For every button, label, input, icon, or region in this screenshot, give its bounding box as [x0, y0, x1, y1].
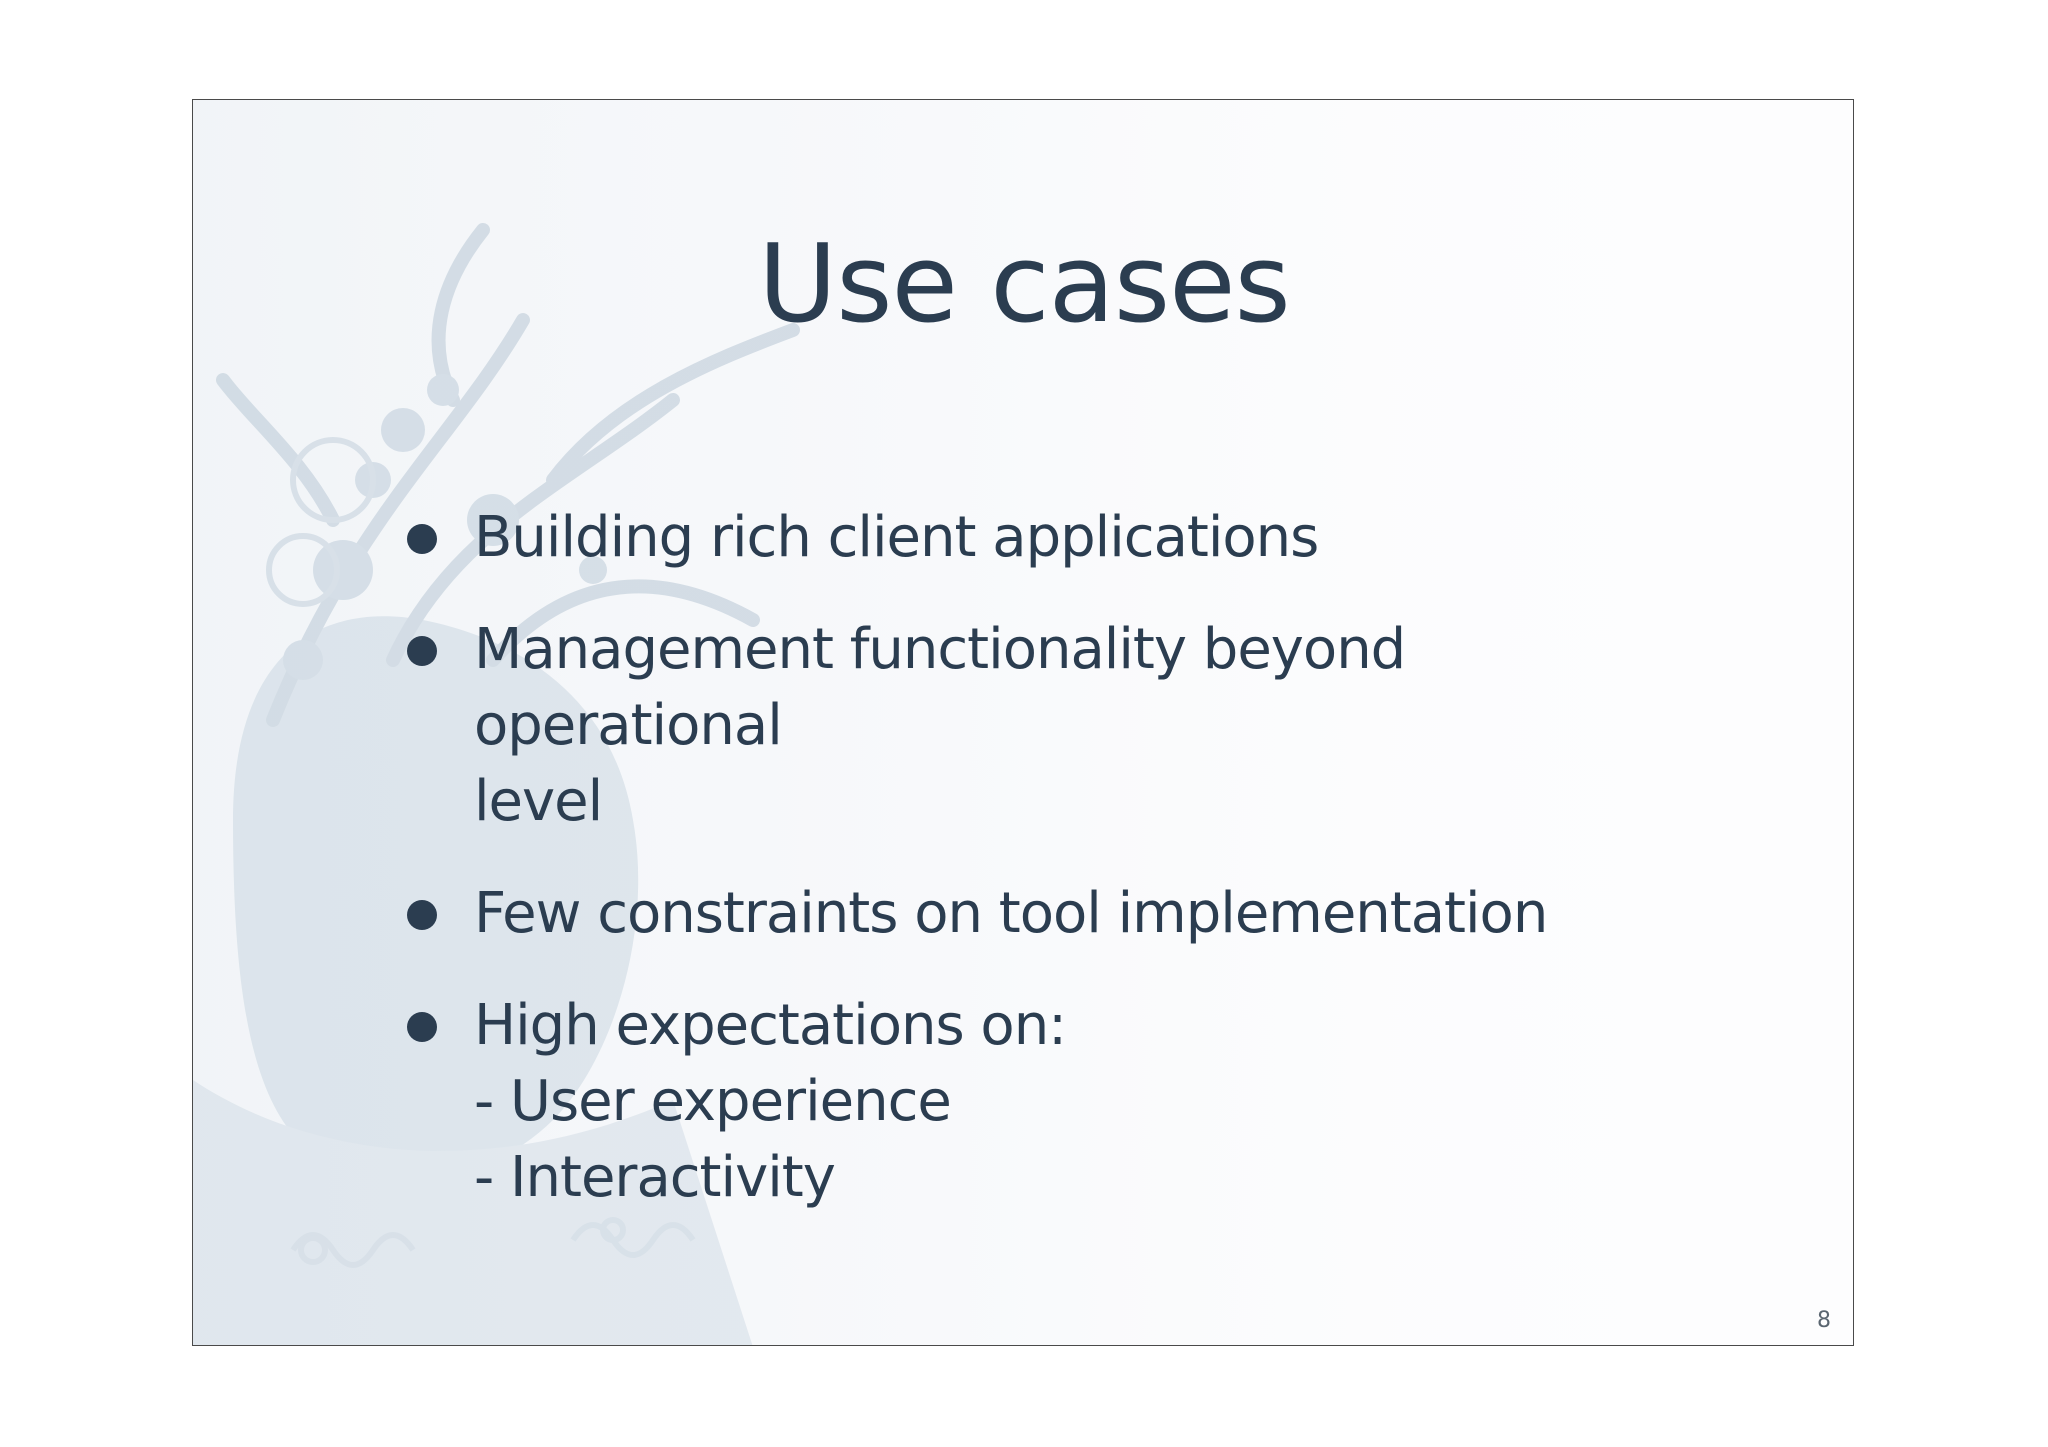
- bullet-text: Few constraints on tool implementation: [474, 881, 1548, 946]
- bullet-text: Building rich client applications: [474, 505, 1319, 570]
- bullet-item: Building rich client applications: [407, 500, 1707, 576]
- bullet-item: High expectations on: - User experience …: [407, 988, 1707, 1216]
- bullet-item: Management functionality beyond operatio…: [407, 612, 1707, 840]
- bullet-dot-icon: [407, 636, 437, 666]
- bullet-dot-icon: [407, 900, 437, 930]
- bullet-text-continuation: level: [474, 769, 603, 834]
- bullet-item: Few constraints on tool implementation: [407, 876, 1707, 952]
- slide: Use cases Building rich client applicati…: [192, 99, 1854, 1346]
- bullet-dot-icon: [407, 524, 437, 554]
- slide-title: Use cases: [758, 222, 1291, 347]
- bullet-text: High expectations on:: [474, 993, 1067, 1058]
- sub-item-text: - Interactivity: [474, 1145, 836, 1210]
- bullet-list: Building rich client applications Manage…: [407, 500, 1707, 1252]
- sub-item-text: - User experience: [474, 1069, 952, 1134]
- decorative-background-art: [193, 100, 1853, 1345]
- bullet-text: Management functionality beyond operatio…: [474, 617, 1406, 758]
- page-number: 8: [1817, 1308, 1831, 1333]
- bullet-dot-icon: [407, 1012, 437, 1042]
